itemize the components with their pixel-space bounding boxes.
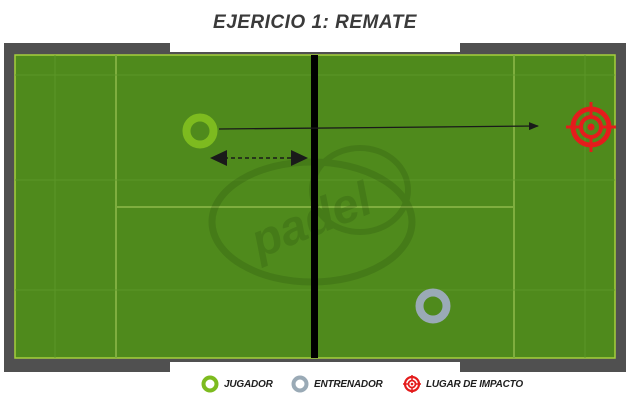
- legend-item-coach: ENTRENADOR: [290, 374, 383, 394]
- legend-label-impact: LUGAR DE IMPACTO: [426, 378, 523, 390]
- net: [311, 55, 318, 358]
- legend-item-player: JUGADOR: [200, 374, 273, 394]
- legend-label-coach: ENTRENADOR: [314, 378, 383, 390]
- player-marker: [182, 113, 218, 149]
- coach-ring-icon: [291, 375, 309, 393]
- shot-path-arrow: [218, 122, 539, 131]
- impact-target-icon: [566, 102, 616, 152]
- target-icon: [403, 375, 421, 393]
- legend-label-player: JUGADOR: [224, 378, 273, 390]
- player-ring-icon: [201, 375, 219, 393]
- movement-arrow: [210, 150, 308, 166]
- diagram-title: EJERICIO 1: REMATE: [213, 12, 417, 33]
- coach-marker: [415, 288, 451, 324]
- legend-item-impact: LUGAR DE IMPACTO: [402, 374, 523, 394]
